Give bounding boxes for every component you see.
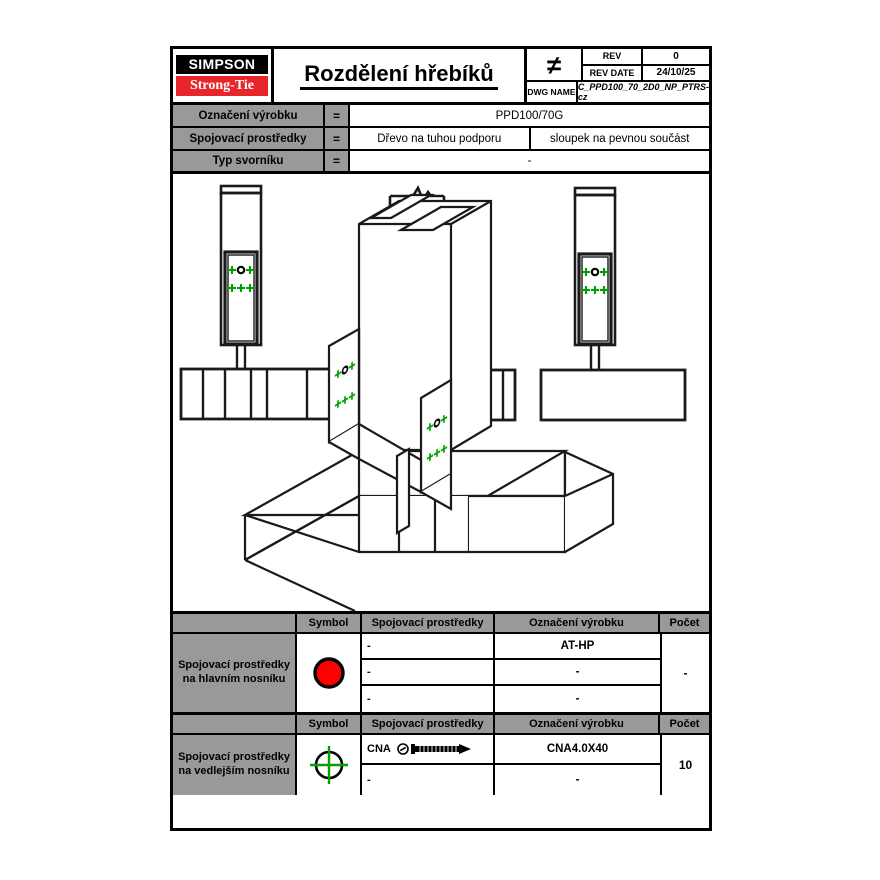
fastener-table-secondary-beam: Symbol Spojovací prostředky Označení výr… bbox=[173, 715, 709, 795]
table-secondary-body: Spojovací prostředky na vedlejším nosník… bbox=[173, 735, 709, 795]
table-main-rows: - AT-HP - - - - bbox=[362, 634, 660, 712]
drawing-svg bbox=[179, 184, 687, 612]
spec-value-product: PPD100/70G bbox=[495, 109, 564, 122]
dwg-name-label: DWG NAME bbox=[527, 82, 578, 102]
table-main-header-symbol: Symbol bbox=[297, 614, 362, 632]
table-secondary-rows: CNA bbox=[362, 735, 660, 795]
revision-area: ≠ REV 0 REV DATE 24/10/25 bbox=[527, 49, 709, 82]
cell-product: - bbox=[575, 774, 580, 786]
spec-equals-fasteners: = bbox=[325, 128, 350, 149]
drawing-title-text: Rozdělení hřebíků bbox=[300, 61, 498, 91]
table-secondary-symbol-cell bbox=[297, 735, 362, 795]
dwg-name-row: DWG NAME C_PPD100_70_2D0_NP_PTRS-cz bbox=[527, 82, 709, 102]
table-main-header-product: Označení výrobku bbox=[495, 614, 660, 632]
table-secondary-count: 10 bbox=[660, 735, 709, 795]
cell-product: - bbox=[575, 693, 580, 705]
table-main-count: - bbox=[660, 634, 709, 712]
table-secondary-header-fastener: Spojovací prostředky bbox=[362, 715, 495, 733]
revision-row: REV 0 bbox=[583, 49, 709, 66]
table-main-symbol-cell bbox=[297, 634, 362, 712]
table-main-header-desc bbox=[173, 614, 297, 632]
spec-value-fasteners-a: Dřevo na tuhou podporu bbox=[350, 128, 531, 149]
not-equal-icon: ≠ bbox=[527, 49, 583, 80]
table-row: - - bbox=[362, 686, 660, 712]
spec-value-bolt-type: - bbox=[527, 155, 532, 167]
table-main-body: Spojovací prostředky na hlavním nosníku … bbox=[173, 634, 709, 712]
cell-product: CNA4.0X40 bbox=[546, 743, 609, 755]
table-main-header-fastener: Spojovací prostředky bbox=[362, 614, 495, 632]
spec-equals-product: = bbox=[325, 105, 350, 126]
rev-label: REV bbox=[583, 49, 643, 64]
table-main-header-row: Symbol Spojovací prostředky Označení výr… bbox=[173, 614, 709, 634]
nail-icon bbox=[397, 743, 471, 755]
table-main-header-count: Počet bbox=[669, 617, 700, 629]
revision-date-row: REV DATE 24/10/25 bbox=[583, 65, 709, 80]
table-main-description: Spojovací prostředky na hlavním nosníku bbox=[173, 634, 297, 712]
cell-fastener-label: CNA bbox=[367, 743, 391, 755]
dwg-name-value: C_PPD100_70_2D0_NP_PTRS-cz bbox=[577, 82, 709, 102]
red-filled-circle-icon bbox=[312, 657, 345, 689]
view-front-elevation bbox=[179, 184, 333, 421]
spec-label-bolt-type: Typ svorníku bbox=[173, 151, 325, 171]
cell-fastener: - bbox=[367, 774, 371, 786]
table-row: CNA bbox=[362, 735, 660, 765]
rev-value: 0 bbox=[673, 50, 679, 62]
table-row: - - bbox=[362, 660, 660, 686]
table-secondary-header-product: Označení výrobku bbox=[495, 715, 660, 733]
title-block-right: ≠ REV 0 REV DATE 24/10/25 DWG NAME bbox=[527, 49, 709, 102]
spec-row-bolt-type: Typ svorníku = - bbox=[173, 151, 709, 174]
spec-equals-bolt-type: = bbox=[325, 151, 350, 171]
table-secondary-header-row: Symbol Spojovací prostředky Označení výr… bbox=[173, 715, 709, 735]
drawing-frame: SIMPSON Strong-Tie Rozdělení hřebíků ≠ R… bbox=[170, 46, 712, 831]
rev-date-value: 24/10/25 bbox=[656, 67, 696, 79]
table-secondary-header-symbol: Symbol bbox=[297, 715, 362, 733]
rev-date-label: REV DATE bbox=[583, 65, 643, 80]
table-secondary-description: Spojovací prostředky na vedlejším nosník… bbox=[173, 735, 297, 795]
cell-fastener: - bbox=[367, 693, 371, 705]
cell-product: - bbox=[575, 666, 580, 678]
table-secondary-header-count: Počet bbox=[669, 718, 700, 730]
fastener-table-main-beam: Symbol Spojovací prostředky Označení výr… bbox=[173, 614, 709, 715]
view-isometric-3d bbox=[240, 193, 615, 612]
table-row: - AT-HP bbox=[362, 634, 660, 660]
view-back-elevation bbox=[539, 186, 687, 422]
drawing-title: Rozdělení hřebíků bbox=[274, 49, 527, 102]
title-block: SIMPSON Strong-Tie Rozdělení hřebíků ≠ R… bbox=[173, 49, 709, 105]
cell-fastener: - bbox=[367, 666, 371, 678]
table-row: - - bbox=[362, 765, 660, 795]
table-secondary-header-desc bbox=[173, 715, 297, 733]
technical-drawing-area bbox=[173, 174, 709, 614]
company-logo: SIMPSON Strong-Tie bbox=[173, 49, 274, 102]
spec-value-fasteners-b: sloupek na pevnou součást bbox=[550, 132, 690, 145]
logo-strongtie-text: Strong-Tie bbox=[176, 76, 268, 96]
crosshair-circle-icon bbox=[309, 746, 348, 784]
cell-fastener: - bbox=[367, 640, 371, 652]
cell-fastener-with-icon: CNA bbox=[362, 735, 495, 763]
cell-product: AT-HP bbox=[560, 640, 595, 652]
revision-columns: REV 0 REV DATE 24/10/25 bbox=[583, 49, 709, 80]
spec-label-fasteners: Spojovací prostředky bbox=[173, 128, 325, 149]
spec-label-product: Označení výrobku bbox=[173, 105, 325, 126]
spec-row-fasteners: Spojovací prostředky = Dřevo na tuhou po… bbox=[173, 128, 709, 151]
spec-row-product: Označení výrobku = PPD100/70G bbox=[173, 105, 709, 128]
logo-simpson-text: SIMPSON bbox=[176, 55, 268, 74]
